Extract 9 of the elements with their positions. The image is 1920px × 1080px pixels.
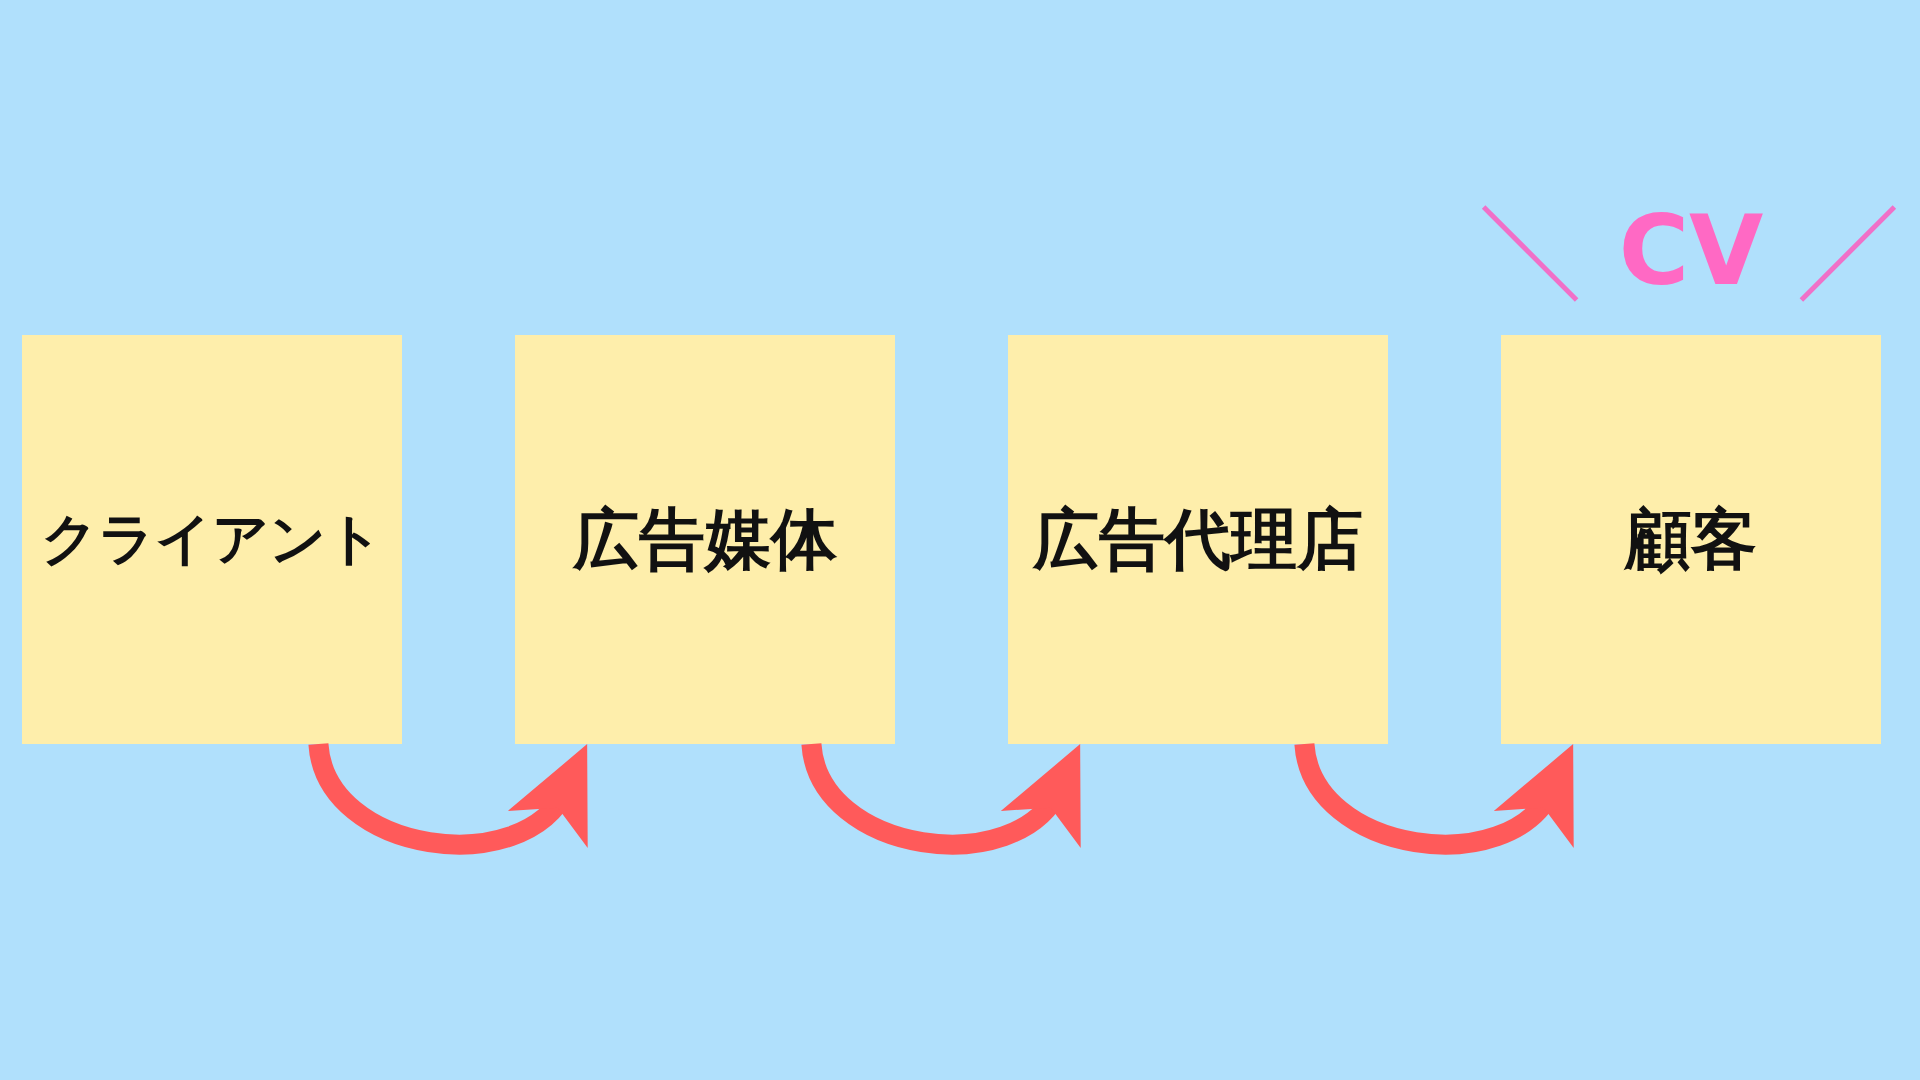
process-box xyxy=(22,335,402,744)
node-text: 顧客 xyxy=(1625,501,1757,578)
node-text: 広告媒体 xyxy=(573,501,837,578)
callout-text: CV xyxy=(1618,203,1764,299)
node-text: クライアント xyxy=(41,507,383,572)
process-box xyxy=(1501,335,1881,744)
process-box xyxy=(1008,335,1388,744)
node-text: 広告代理店 xyxy=(1033,501,1363,578)
process-box xyxy=(515,335,895,744)
